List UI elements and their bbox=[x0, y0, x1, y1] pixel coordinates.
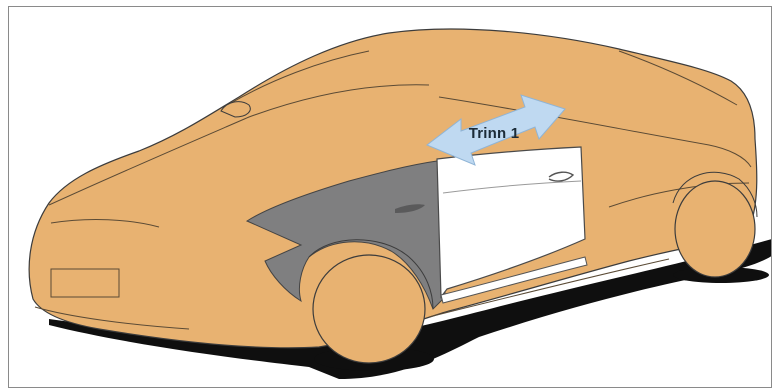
rear-quarter-line bbox=[608, 182, 750, 208]
roof-line bbox=[438, 96, 752, 168]
front-door-highlight bbox=[436, 146, 586, 299]
front-wheel bbox=[312, 254, 426, 364]
hood-line bbox=[48, 84, 430, 206]
rear-wheel-arch bbox=[672, 171, 758, 218]
front-fender-highlight bbox=[245, 160, 446, 310]
sill-line bbox=[428, 258, 670, 318]
license-plate bbox=[50, 268, 120, 298]
fender-vent bbox=[395, 204, 425, 213]
door-sill-strip bbox=[440, 256, 588, 304]
front-grille bbox=[50, 219, 160, 228]
step-label: Trinn 1 bbox=[468, 125, 520, 142]
step-arrow bbox=[426, 94, 566, 166]
door-handle bbox=[548, 171, 575, 182]
windshield-line bbox=[230, 50, 370, 104]
rear-window-line bbox=[618, 50, 738, 106]
car-illustration bbox=[28, 28, 771, 379]
door-crease bbox=[442, 180, 582, 194]
illustration-frame: Trinn 1 bbox=[8, 6, 772, 388]
side-mirror bbox=[220, 101, 251, 118]
front-wheel-arch bbox=[308, 239, 434, 310]
rear-wheel bbox=[674, 180, 756, 278]
lower-bumper-line bbox=[34, 306, 190, 330]
